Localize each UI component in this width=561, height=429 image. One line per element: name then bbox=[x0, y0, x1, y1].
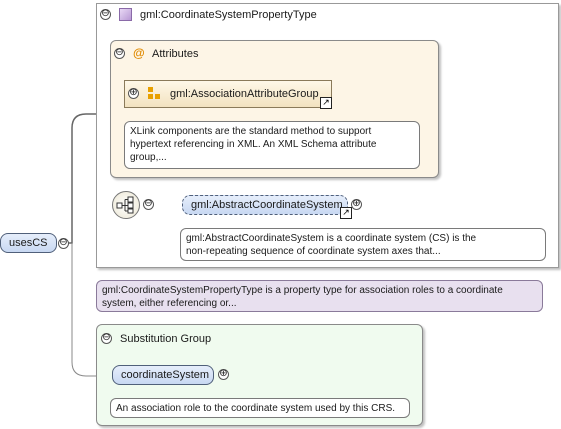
root-element-usescs[interactable]: usesCS bbox=[0, 233, 57, 253]
attribute-group-icon bbox=[148, 87, 160, 99]
attribute-group-link-icon[interactable]: ↗ bbox=[320, 97, 332, 109]
root-element-label: usesCS bbox=[9, 237, 48, 249]
type-collapse-icon[interactable]: ⊖ bbox=[100, 8, 111, 20]
element-abstract-doc-line: non-repeating sequence of coordinate sys… bbox=[186, 246, 441, 257]
root-collapse-icon[interactable]: ⊖ bbox=[58, 237, 69, 249]
element-abstract-expand-icon[interactable]: ⊕ bbox=[351, 198, 362, 210]
element-abstract-coordinate-system[interactable]: gml:AbstractCoordinateSystem bbox=[182, 195, 348, 215]
substitution-title: Substitution Group bbox=[120, 333, 212, 345]
substitution-doc: An association role to the coordinate sy… bbox=[110, 398, 410, 418]
connector-root-subst bbox=[71, 243, 112, 377]
element-abstract-doc: gml:AbstractCoordinateSystem is a coordi… bbox=[180, 228, 546, 261]
attribute-group-doc-line: XLink components are the standard method… bbox=[130, 126, 372, 137]
attribute-group-doc: XLink components are the standard method… bbox=[124, 121, 420, 169]
complex-type-doc-line: gml:CoordinateSystemPropertyType is a pr… bbox=[102, 285, 503, 296]
complex-type-title: gml:CoordinateSystemPropertyType bbox=[140, 9, 317, 21]
attributes-at-icon: @ bbox=[133, 46, 145, 60]
attribute-group-doc-line: hypertext referencing in XML. An XML Sch… bbox=[130, 139, 377, 150]
complex-type-icon bbox=[119, 8, 132, 21]
sequence-collapse-icon[interactable]: ⊖ bbox=[143, 198, 154, 210]
attributes-title: Attributes bbox=[152, 48, 199, 60]
attribute-group-expand-icon[interactable]: ⊕ bbox=[128, 87, 139, 99]
element-abstract-link-icon[interactable]: ↗ bbox=[340, 207, 352, 219]
connector-root-type bbox=[66, 113, 124, 244]
complex-type-doc-line: system, either referencing or... bbox=[102, 298, 237, 309]
sequence-icon bbox=[116, 196, 134, 214]
element-abstract-doc-line: gml:AbstractCoordinateSystem is a coordi… bbox=[186, 233, 477, 244]
attribute-group-label: gml:AssociationAttributeGroup bbox=[170, 88, 319, 100]
element-coordinate-system[interactable]: coordinateSystem bbox=[112, 365, 214, 385]
element-coordinate-system-label: coordinateSystem bbox=[121, 369, 210, 381]
element-abstract-label: gml:AbstractCoordinateSystem bbox=[191, 199, 343, 211]
complex-type-doc: gml:CoordinateSystemPropertyType is a pr… bbox=[96, 280, 543, 312]
substitution-doc-text: An association role to the coordinate sy… bbox=[116, 403, 396, 414]
attributes-collapse-icon[interactable]: ⊖ bbox=[114, 47, 125, 59]
element-coordinate-system-expand-icon[interactable]: ⊕ bbox=[218, 368, 229, 380]
substitution-collapse-icon[interactable]: ⊖ bbox=[101, 332, 112, 344]
attribute-group-doc-line: group,... bbox=[130, 152, 167, 163]
